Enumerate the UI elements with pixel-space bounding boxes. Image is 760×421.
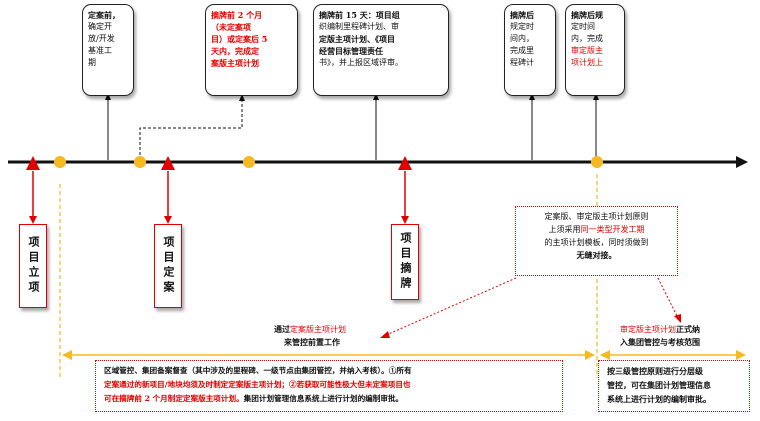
- box5-line: 项计划上: [571, 58, 603, 67]
- note-line3: 的主项计划模板，同时须做到: [544, 238, 649, 247]
- box5-line: 摘牌后规: [571, 10, 603, 20]
- box3-line: 定版主项计划、《项目: [319, 34, 395, 44]
- box4-line: 间内，: [510, 34, 534, 43]
- box5-line: 审定版主: [571, 46, 603, 55]
- box1-line: 确定开: [88, 22, 112, 31]
- top-box-setup-period: 定案前， 确定开 放/开发 基准工 期: [82, 4, 134, 96]
- box1-line: 基准工: [88, 46, 112, 55]
- milestone-project-delisting: 项目摘牌: [391, 224, 419, 300]
- tiered-control-note: 按三级管控原则进行分层级 管控，可在集团计划管理信息 系统上进行计划的编制审批。: [598, 360, 750, 412]
- box4-line: 规定时: [510, 22, 534, 31]
- box5-line: 内，完成: [571, 34, 603, 43]
- right-arrow-label: 审定版主项计划正式纳 入集团管控与考核范围: [620, 323, 760, 348]
- box3-line: 书》，并上报区域评审。: [319, 58, 403, 67]
- control-line1: 区域管控、集团备案督查（其中涉及的里程碑、一级节点由集团管控，并纳入考核）。①所…: [104, 366, 412, 375]
- box5-line: 定时间: [571, 22, 595, 31]
- top-box-definitive-plan: 摘牌前 2 个月 （未定案项 目）或定案后 5 天内，完成定 案版主项计划: [205, 4, 298, 96]
- control-line2b: ②若获取可能性极大但未定案项目也: [289, 380, 411, 389]
- top-box-pre-delisting: 摘牌前 15 天：项目组 织编制里程碑计划、审 定版主项计划、《项目 经营目标管…: [313, 4, 449, 96]
- box1-line: 期: [88, 58, 96, 67]
- milestone-project-approval: 项目立项: [19, 224, 47, 308]
- note-line4: 无缝对接。: [576, 250, 617, 260]
- box2-line: 案版主项计划: [211, 58, 259, 68]
- box1-line: 放/开发: [88, 34, 115, 43]
- tiered-line3: 系统上进行计划的编制审批。: [607, 394, 711, 404]
- box3-line: 摘牌前 15 天：项目组: [319, 10, 400, 20]
- box2-line: 天内，完成定: [211, 46, 259, 56]
- control-line3a: 可在摘牌前 2 个月制定定案版主项计划。: [104, 394, 244, 403]
- note-line1: 定案版、审定版主项计划原则: [544, 212, 649, 221]
- control-line3b: 集团计划管理信息系统上进行计划的编制审批。: [243, 394, 404, 403]
- right-label-line2: 入集团管控与考核范围: [620, 337, 700, 347]
- box3-line: 经营目标管理责任: [319, 46, 383, 56]
- right-label-suffix: 正式纳: [676, 324, 700, 334]
- note-line2a: 上须采用: [548, 225, 581, 234]
- top-box-milestone-plan: 摘牌后 规定时 间内， 完成里 程碑计: [504, 4, 556, 96]
- box2-line: 目）或定案后 5: [211, 34, 268, 44]
- box2-line: 摘牌前 2 个月: [211, 10, 263, 20]
- template-consistency-note: 定案版、审定版主项计划原则 上须采用同一类型开发工期 的主项计划模板，同时须做到…: [515, 206, 678, 276]
- box4-line: 完成里: [510, 46, 534, 55]
- milestone-project-finalized: 项目定案: [154, 224, 182, 308]
- right-label-plan: 审定版主项计划: [620, 325, 676, 334]
- box3-line: 织编制里程碑计划、审: [319, 22, 399, 31]
- box4-line: 摘牌后: [510, 10, 534, 20]
- box4-line: 程碑计: [510, 58, 534, 67]
- box2-line: （未定案项: [211, 22, 251, 32]
- tiered-line1: 按三级管控原则进行分层级: [607, 366, 703, 376]
- left-label-plan: 定案版主项计划: [290, 325, 346, 334]
- regional-control-note: 区域管控、集团备案督查（其中涉及的里程碑、一级节点由集团管控，并纳入考核）。①所…: [95, 360, 563, 412]
- left-label-line2: 来管控前置工作: [284, 337, 340, 347]
- top-box-approved-plan: 摘牌后规 定时间 内，完成 审定版主 项计划上: [565, 4, 625, 96]
- box1-line: 定案前，: [88, 10, 120, 20]
- control-line2a: 定案通过的新项目/地块均须及时制定定案版主项计划；: [104, 380, 290, 389]
- left-label-prefix: 通过: [274, 324, 290, 334]
- note-line2b: 同一类型开发工期: [580, 225, 645, 234]
- tiered-line2: 管控，可在集团计划管理信息: [607, 380, 711, 390]
- left-arrow-label: 通过定案版主项计划 来管控前置工作: [274, 323, 384, 348]
